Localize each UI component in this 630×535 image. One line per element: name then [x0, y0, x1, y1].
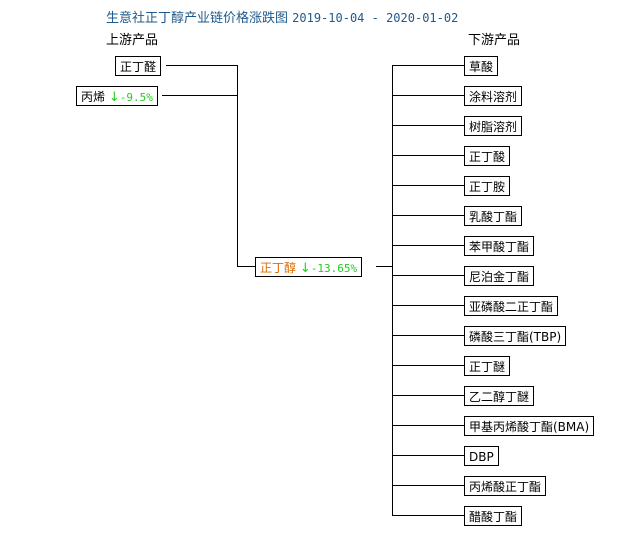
downstream-name: 苯甲酸丁酯: [469, 240, 530, 254]
downstream-node: DBP: [464, 446, 499, 466]
downstream-node: 涂料溶剂: [464, 86, 523, 106]
center-node: 正丁醇 ↓-13.65%: [255, 257, 363, 277]
connector-line: [392, 335, 464, 336]
downstream-node: 甲基丙烯酸丁酯(BMA): [464, 416, 595, 436]
connector-line: [392, 365, 464, 366]
downstream-node: 丙烯酸正丁酯: [464, 476, 547, 496]
chart-title: 生意社正丁醇产业链价格涨跌图 2019-10-04 - 2020-01-02: [106, 7, 458, 26]
downstream-node: 正丁胺: [464, 176, 511, 196]
connector-line: [376, 266, 393, 267]
downstream-node: 尼泊金丁酯: [464, 266, 535, 286]
connector-line: [392, 305, 464, 306]
connector-line: [392, 395, 464, 396]
down-arrow-icon: ↓: [299, 261, 311, 276]
connector-line: [392, 425, 464, 426]
downstream-node: 亚磷酸二正丁酯: [464, 296, 559, 316]
downstream-name: 亚磷酸二正丁酯: [469, 300, 554, 314]
connector-line: [392, 455, 464, 456]
downstream-name: 正丁胺: [469, 180, 506, 194]
downstream-node: 磷酸三丁酯(TBP): [464, 326, 567, 346]
downstream-node: 乳酸丁酯: [464, 206, 523, 226]
downstream-node: 醋酸丁酯: [464, 506, 523, 526]
connector-line: [392, 65, 393, 516]
connector-line: [392, 95, 464, 96]
connector-line: [392, 485, 464, 486]
upstream-node-propylene: 丙烯 ↓-9.5%: [76, 86, 158, 106]
downstream-name: 甲基丙烯酸丁酯(BMA): [469, 420, 590, 434]
connector-line: [162, 95, 238, 96]
connector-line: [392, 125, 464, 126]
downstream-node: 草酸: [464, 56, 499, 76]
down-arrow-icon: ↓: [108, 90, 120, 105]
connector-line: [392, 215, 464, 216]
title-text: 生意社正丁醇产业链价格涨跌图: [106, 11, 289, 26]
date-range: 2019-10-04 - 2020-01-02: [292, 11, 459, 25]
connector-line: [166, 65, 238, 66]
upstream-header: 上游产品: [106, 33, 159, 48]
downstream-name: 尼泊金丁酯: [469, 270, 530, 284]
downstream-name: DBP: [469, 450, 494, 464]
connector-line: [237, 65, 238, 267]
connector-line: [392, 275, 464, 276]
upstream-name: 正丁醛: [120, 60, 157, 74]
downstream-name: 磷酸三丁酯(TBP): [469, 330, 562, 344]
downstream-name: 丙烯酸正丁酯: [469, 480, 542, 494]
connector-line: [392, 155, 464, 156]
upstream-node-butyraldehyde: 正丁醛: [115, 56, 162, 76]
downstream-name: 涂料溶剂: [469, 90, 518, 104]
downstream-header: 下游产品: [468, 33, 521, 48]
center-change: -13.65%: [310, 262, 358, 275]
downstream-name: 树脂溶剂: [469, 120, 518, 134]
center-name: 正丁醇: [260, 261, 297, 275]
upstream-name: 丙烯: [81, 90, 106, 104]
connector-line: [392, 185, 464, 186]
downstream-node: 苯甲酸丁酯: [464, 236, 535, 256]
connector-line: [392, 65, 464, 66]
downstream-node: 乙二醇丁醚: [464, 386, 535, 406]
connector-line: [237, 266, 256, 267]
connector-line: [392, 515, 464, 516]
downstream-name: 正丁醚: [469, 360, 506, 374]
downstream-name: 醋酸丁酯: [469, 510, 518, 524]
upstream-change: -9.5%: [119, 91, 153, 104]
downstream-name: 草酸: [469, 60, 494, 74]
downstream-node: 正丁醚: [464, 356, 511, 376]
downstream-name: 乙二醇丁醚: [469, 390, 530, 404]
downstream-name: 正丁酸: [469, 150, 506, 164]
downstream-node: 正丁酸: [464, 146, 511, 166]
downstream-name: 乳酸丁酯: [469, 210, 518, 224]
downstream-node: 树脂溶剂: [464, 116, 523, 136]
connector-line: [392, 245, 464, 246]
